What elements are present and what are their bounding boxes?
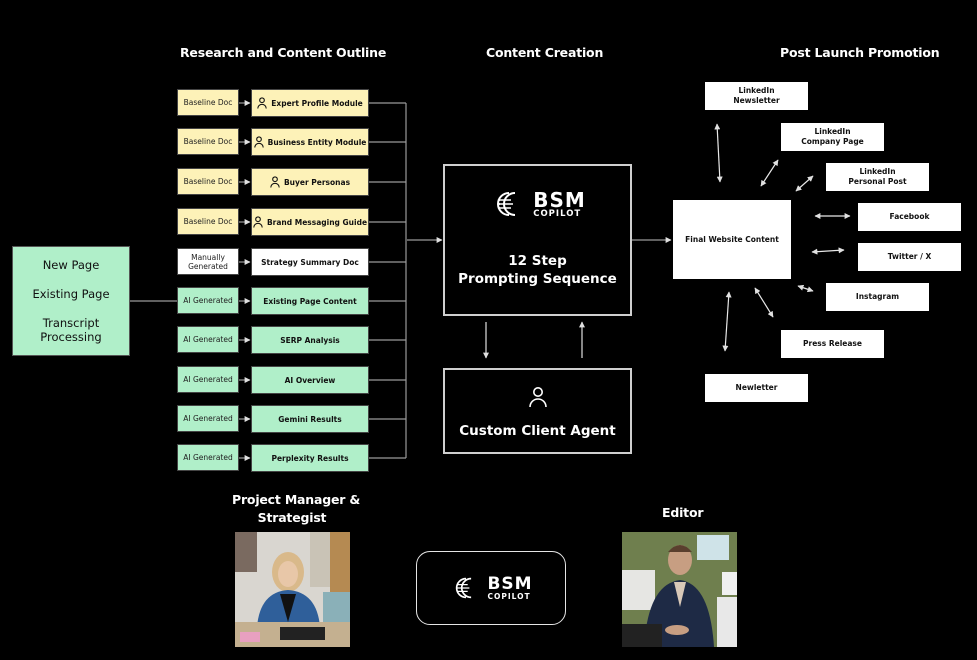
research-module-label: Expert Profile Module [271,98,363,108]
final-website-content-box: Final Website Content [673,200,791,279]
research-module-label: Strategy Summary Doc [261,257,359,267]
source-type-box: AI Generated [177,287,239,314]
source-type-box: AI Generated [177,326,239,353]
project-manager-line1: Project Manager & [232,492,361,507]
person-icon [270,176,280,188]
research-module-box: Strategy Summary Doc [251,248,369,276]
promo-line1: LinkedIn [738,86,775,96]
bsm-copilot-badge: BSM COPILOT [416,551,566,625]
editor-photo [622,532,737,647]
promo-line1: LinkedIn [859,167,896,177]
bsm-logo-icon [497,192,516,217]
custom-client-agent-box: Custom Client Agent [443,368,632,454]
source-type-box: AI Generated [177,366,239,393]
source-type-box: Manually Generated [177,248,239,275]
person-icon [253,136,264,148]
source-type-box: Baseline Doc [177,128,239,155]
custom-client-agent-label: Custom Client Agent [459,423,616,439]
section-title-content-creation: Content Creation [486,45,604,60]
section-title-research: Research and Content Outline [180,45,387,60]
source-type-box: Baseline Doc [177,208,239,235]
research-module-box: Perplexity Results [251,444,369,472]
section-title-post-launch: Post Launch Promotion [780,45,940,60]
arrow-newletter [722,291,732,352]
arrow-linkedin-personal [795,175,814,192]
editor-title: Editor [662,505,704,520]
promo-line2: Newsletter [733,96,780,105]
research-module-box: Buyer Personas [251,168,369,196]
project-manager-title: Project Manager & Strategist [232,491,361,526]
person-icon [257,97,268,109]
promo-facebook: Facebook [858,203,961,231]
promo-twitter-x: Twitter / X [858,243,961,271]
copilot-logo-text: COPILOT [533,209,582,219]
bsm-copilot-logo: BSM COPILOT [445,190,630,219]
promo-instagram: Instagram [826,283,929,311]
research-module-label: Business Entity Module [267,137,367,147]
bsm-badge-text: BSM [487,573,533,594]
research-module-label: SERP Analysis [280,335,340,345]
research-module-box: Existing Page Content [251,287,369,315]
arrow-instagram [797,284,814,293]
source-type-box: AI Generated [177,444,239,471]
arrow-press-release [754,287,774,318]
project-manager-line2: Strategist [257,509,327,525]
research-module-label: Existing Page Content [263,296,357,306]
source-type-box: AI Generated [177,405,239,432]
promo-line2: Personal Post [848,177,907,186]
research-module-label: Gemini Results [278,414,342,424]
copilot-title-line1: 12 Step [508,253,567,269]
arrow-twitter [811,247,845,255]
input-existing-page: Existing Page [32,286,110,301]
research-module-label: Buyer Personas [283,177,351,187]
research-module-label: Brand Messaging Guide [266,217,368,227]
research-module-label: AI Overview [284,375,336,385]
copilot-badge-text: COPILOT [487,591,531,601]
promo-line1: LinkedIn [814,127,851,137]
person-icon [528,387,547,408]
page-type-inputs-box: New Page Existing Page Transcript Proces… [12,246,130,356]
research-module-box: Gemini Results [251,405,369,433]
copilot-title-line2: Prompting Sequence [458,271,617,288]
project-manager-photo [235,532,350,647]
research-module-box: Business Entity Module [251,128,369,156]
promo-line2: Company Page [801,137,864,146]
source-type-box: Baseline Doc [177,168,239,195]
arrow-linkedin-newsletter [714,123,723,183]
research-module-box: Brand Messaging Guide [251,208,369,236]
source-type-box: Baseline Doc [177,89,239,116]
bsm-logo-icon [456,577,472,599]
promo-press-release: Press Release [781,330,884,358]
input-new-page: New Page [42,258,100,273]
copilot-prompting-box: BSM COPILOT 12 Step Prompting Sequence [443,164,632,316]
promo-newletter: Newletter [705,374,808,402]
person-icon [253,216,263,228]
input-transcript-processing: Transcript Processing [40,315,102,344]
research-module-box: AI Overview [251,366,369,394]
research-module-label: Perplexity Results [271,453,349,463]
research-module-box: SERP Analysis [251,326,369,354]
research-module-box: Expert Profile Module [251,89,369,117]
arrow-linkedin-company [760,159,779,187]
bsm-logo-text: BSM [533,188,586,212]
